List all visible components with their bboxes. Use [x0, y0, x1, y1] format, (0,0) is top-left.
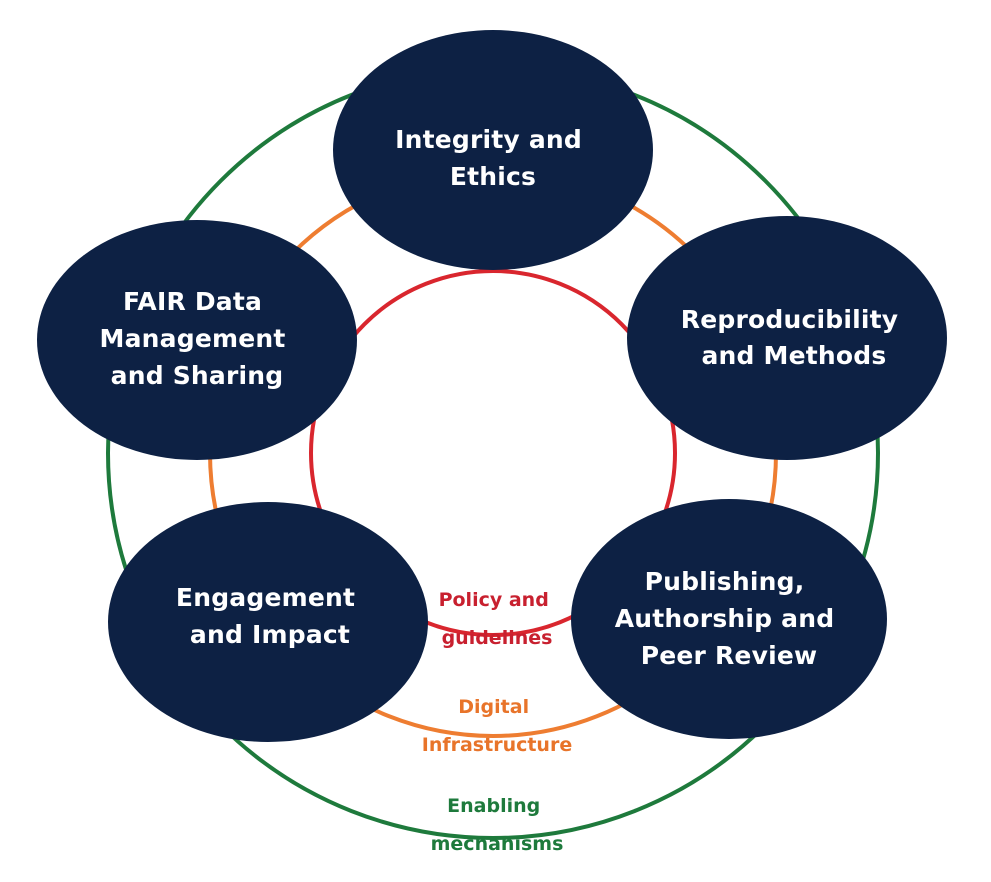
- node-publishing-label: Publishing, Authorship and Peer Review: [615, 567, 844, 670]
- ring-label-digital-line-1: Digital: [458, 696, 529, 718]
- node-integrity-and-ethics: Integrity and Ethics: [333, 30, 653, 270]
- ring-label-policy: Policy and guidelines: [439, 589, 556, 649]
- node-reproducibility-line-1: Reproducibility: [681, 305, 899, 334]
- ring-label-enabling: Enabling mechanisms: [431, 795, 564, 855]
- node-publishing-authorship-peer-review: Publishing, Authorship and Peer Review: [571, 499, 887, 739]
- node-reproducibility-label: Reproducibility and Methods: [681, 305, 907, 370]
- node-publishing-shape: [571, 499, 887, 739]
- ring-label-policy-line-2: guidelines: [442, 627, 553, 649]
- node-integrity-label: Integrity and Ethics: [395, 125, 591, 191]
- ring-label-digital: Digital Infrastructure: [422, 696, 572, 756]
- node-engagement-and-impact: Engagement and Impact: [108, 502, 428, 742]
- node-reproducibility-and-methods: Reproducibility and Methods: [627, 216, 947, 460]
- node-integrity-shape: [333, 30, 653, 270]
- node-engagement-label: Engagement and Impact: [176, 583, 364, 649]
- node-publishing-line-2: Authorship and: [615, 604, 835, 633]
- node-engagement-line-1: Engagement: [176, 583, 355, 612]
- node-integrity-line-1: Integrity and: [395, 125, 582, 154]
- ring-label-enabling-line-2: mechanisms: [431, 833, 564, 855]
- node-engagement-shape: [108, 502, 428, 742]
- node-reproducibility-shape: [627, 216, 947, 460]
- node-engagement-line-2: and Impact: [190, 620, 350, 649]
- node-reproducibility-line-2: and Methods: [701, 341, 886, 370]
- node-fair-data-shape: [37, 220, 357, 460]
- ring-policy-and-guidelines: [309, 269, 677, 637]
- node-fair-data-line-3: and Sharing: [111, 361, 284, 390]
- node-publishing-line-1: Publishing,: [645, 567, 805, 596]
- node-integrity-line-2: Ethics: [450, 162, 536, 191]
- ring-label-digital-line-2: Infrastructure: [422, 734, 572, 756]
- node-fair-data-label: FAIR Data Management and Sharing: [100, 287, 295, 390]
- node-publishing-line-3: Peer Review: [641, 641, 818, 670]
- node-fair-data-line-1: FAIR Data: [123, 287, 262, 316]
- node-fair-data-management: FAIR Data Management and Sharing: [37, 220, 357, 460]
- ring-label-policy-line-1: Policy and: [439, 589, 549, 611]
- node-fair-data-line-2: Management: [100, 324, 286, 353]
- ring-label-enabling-line-1: Enabling: [447, 795, 540, 817]
